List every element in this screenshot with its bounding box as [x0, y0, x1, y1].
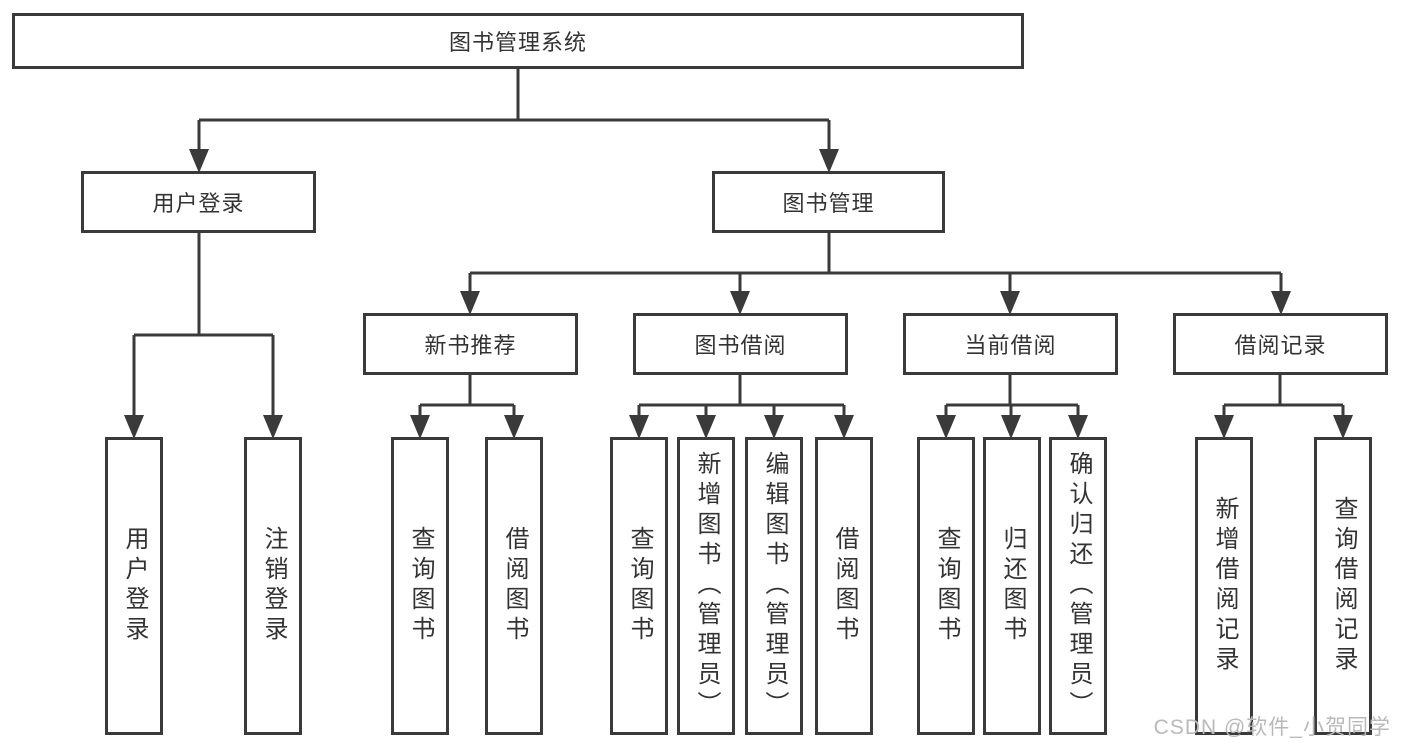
connector-current-borrow [936, 375, 1088, 439]
leaf-query-books-recommend: 查询图书 [391, 437, 449, 735]
connector-book-borrow [629, 375, 854, 439]
leaf-query-borrow-record: 查询借阅记录 [1314, 437, 1372, 735]
node-book-borrow: 图书借阅 [633, 313, 848, 375]
leaf-query-books-current: 查询图书 [917, 437, 975, 735]
leaf-confirm-return-admin: 确认归还（管理员） [1049, 437, 1107, 735]
leaf-borrow-books: 借阅图书 [815, 437, 873, 735]
leaf-add-books-admin: 新增图书（管理员） [677, 437, 735, 735]
leaf-edit-books-admin: 编辑图书（管理员） [745, 437, 803, 735]
leaf-user-login: 用户登录 [105, 437, 163, 735]
leaf-return-books: 归还图书 [983, 437, 1041, 735]
node-new-book-recommend: 新书推荐 [363, 313, 578, 375]
leaf-query-books-borrow: 查询图书 [610, 437, 668, 735]
connector-borrow-records [1214, 375, 1353, 439]
node-current-borrow: 当前借阅 [903, 313, 1118, 375]
node-book-management: 图书管理 [712, 171, 945, 233]
connector-book-management [460, 233, 1291, 315]
node-user-login: 用户登录 [81, 171, 316, 233]
csdn-watermark: CSDN @软件_小贺同学 [1153, 716, 1391, 739]
connector-root [189, 69, 839, 173]
connector-new-book-recommend [410, 375, 524, 439]
leaf-logout: 注销登录 [244, 437, 302, 735]
node-library-management-system: 图书管理系统 [12, 13, 1024, 69]
leaf-add-borrow-record: 新增借阅记录 [1195, 437, 1253, 735]
leaf-borrow-books-recommend: 借阅图书 [485, 437, 543, 735]
node-borrow-records: 借阅记录 [1173, 313, 1388, 375]
connector-user-login [124, 233, 283, 439]
